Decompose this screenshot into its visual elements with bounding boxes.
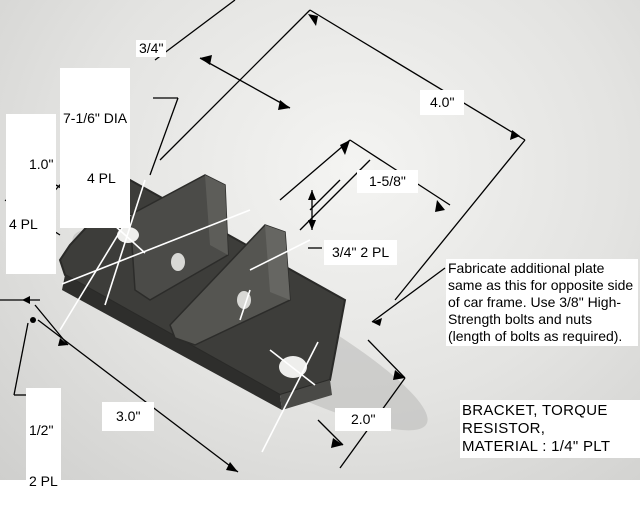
- left-fin-face: [205, 175, 228, 255]
- hole-diameter-label: 7-1/6" DIA: [63, 110, 128, 126]
- hole-diameter-count: 4 PL: [87, 170, 116, 186]
- drawing-layer: [0, 0, 526, 473]
- dim-overall-length: 4.0": [420, 90, 465, 115]
- title-block: BRACKET, TORQUE RESISTOR, MATERIAL : 1/4…: [460, 400, 640, 458]
- dimension-arrowheads: [22, 14, 520, 472]
- thickness-value: 1/2": [29, 422, 54, 438]
- thickness-dot: [30, 317, 36, 323]
- dim-fin-gap: 1-5/8": [357, 170, 418, 193]
- dim-edge-distance: 1.0" 4 PL: [6, 114, 57, 274]
- dim-width: 2.0": [335, 408, 392, 431]
- dim-hole-diameter: 7-1/6" DIA 4 PL: [60, 68, 131, 228]
- dim-fin-height: 3/4" 2 PL: [324, 240, 398, 265]
- title-line-1: BRACKET, TORQUE: [462, 402, 608, 419]
- base-plate-edge: [62, 275, 282, 410]
- edge-distance-count: 4 PL: [9, 216, 38, 232]
- dim-top-three-quarter: 3/4": [136, 40, 167, 57]
- dim-base-length: 3.0": [102, 402, 155, 431]
- dimension-lines: [0, 0, 526, 473]
- thickness-count: 2 PL: [29, 473, 58, 489]
- title-line-2: RESISTOR,: [462, 420, 546, 437]
- diagram-canvas: 3/4" 7-1/6" DIA 4 PL 1.0" 4 PL 4.0" 1-5/…: [0, 0, 640, 489]
- annotation-leaders: [59, 179, 319, 453]
- fabrication-note: Fabricate additional plate same as this …: [446, 259, 638, 346]
- right-fin-face: [265, 225, 290, 300]
- edge-distance-value: 1.0": [29, 156, 54, 172]
- base-plate-end: [280, 380, 332, 410]
- title-line-3: MATERIAL : 1/4" PLT: [462, 438, 611, 455]
- dim-thickness: 1/2" 2 PL: [26, 388, 61, 524]
- hole-fin-1: [171, 253, 185, 271]
